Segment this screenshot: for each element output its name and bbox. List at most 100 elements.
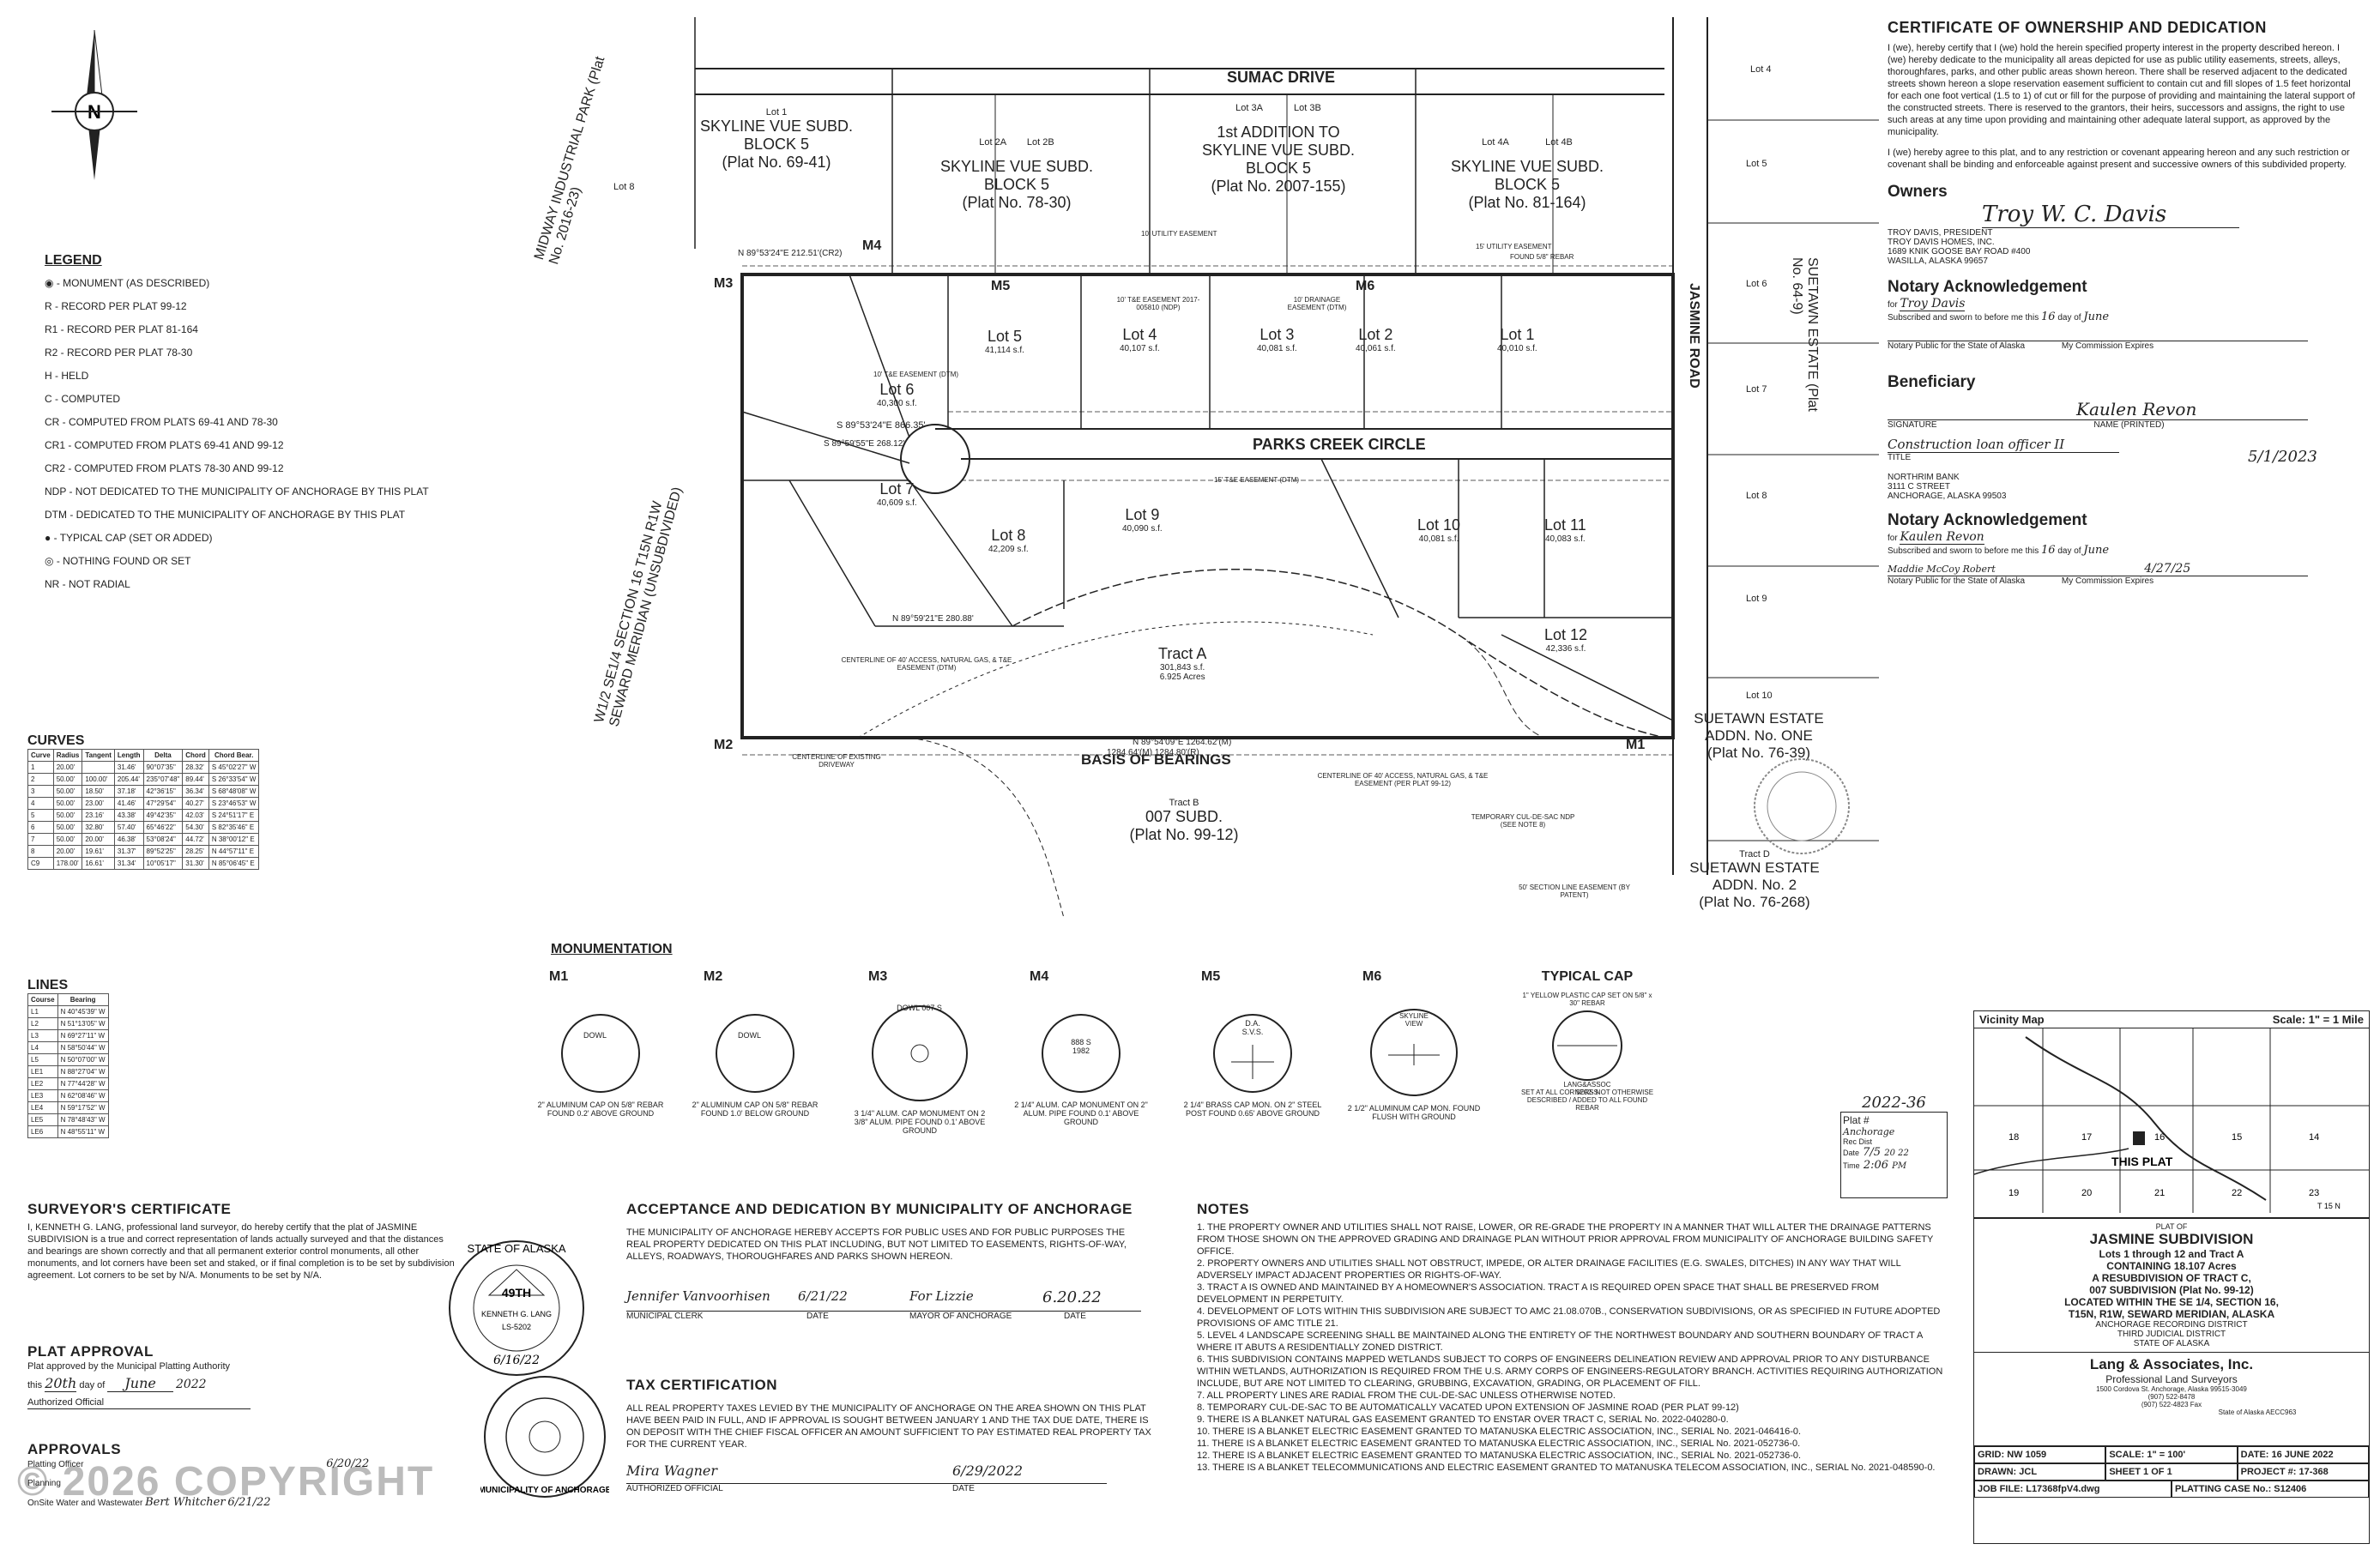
te-easement-3: 10' T&E EASEMENT 2017-005810 (NDP): [1116, 296, 1200, 311]
note-item: 5. LEVEL 4 LANDSCAPE SCREENING SHALL BE …: [1197, 1330, 1923, 1353]
nothing-found-icon: ◎: [45, 555, 54, 567]
vsec-23: 23: [2309, 1188, 2319, 1198]
this-plat-label: THIS PLAT: [2111, 1155, 2173, 1168]
approvals: APPROVALS Platting Officer 6/20/22 Plann…: [27, 1441, 370, 1509]
street-jasmine: JASMINE ROAD: [1687, 283, 1701, 389]
east-lot10: Lot 10: [1746, 691, 1773, 701]
monument-m1: M1 DOWL 2" ALUMINUM CAP ON 5/8" REBAR FO…: [537, 969, 664, 1118]
util-easement-2: 15' UTILITY EASEMENT: [1476, 243, 1552, 250]
monument-m5: M5 D.A. S.V.S. 2 1/4" BRASS CAP MON. ON …: [1183, 969, 1322, 1118]
vsec-14: 14: [2309, 1132, 2319, 1143]
typical-cap-drawing-icon: [1552, 1010, 1622, 1081]
municipality-acceptance: ACCEPTANCE AND DEDICATION BY MUNICIPALIT…: [626, 1201, 1141, 1324]
vicinity-grid: 18 17 16 15 14 19 20 21 22 23 THIS PLAT …: [1973, 1028, 2369, 1213]
note-item: 7. ALL PROPERTY LINES ARE RADIAL FROM TH…: [1197, 1390, 1616, 1401]
vsec-16: 16: [2154, 1132, 2165, 1143]
alaska-seal-icon: STATE OF ALASKA 49TH KENNETH G. LANG LS-…: [449, 1240, 584, 1376]
lot8-dim: N 89°59'21"E 280.88': [892, 614, 974, 624]
note-item: 8. TEMPORARY CUL-DE-SAC TO BE AUTOMATICA…: [1197, 1402, 1739, 1413]
bottom-dim: 1284.64'(M) 1284.80'(R): [1107, 748, 1199, 757]
note-item: 1. THE PROPERTY OWNER AND UTILITIES SHAL…: [1197, 1222, 1934, 1257]
vicinity-map: Vicinity Map Scale: 1" = 1 Mile 18 17 16…: [1973, 1010, 2370, 1218]
seal-state: STATE OF ALASKA: [467, 1242, 565, 1255]
legend-item: H - HELD: [45, 370, 89, 382]
legend-item: CR - COMPUTED FROM PLATS 69-41 AND 78-30: [45, 416, 278, 428]
rebar-note: FOUND 5/8" REBAR: [1510, 253, 1574, 261]
vsec-19: 19: [2009, 1188, 2019, 1198]
cul-note: TEMPORARY CUL-DE-SAC NDP (SEE NOTE 8): [1471, 813, 1575, 829]
note-item: 13. THERE IS A BLANKET TELECOMMUNICATION…: [1197, 1463, 1936, 1473]
east-lot6: Lot 6: [1746, 279, 1767, 289]
east-lot8: Lot 8: [1746, 491, 1767, 501]
legend-item: NR - NOT RADIAL: [45, 578, 130, 590]
typical-cap: TYPICAL CAP 1" YELLOW PLASTIC CAP SET ON…: [1520, 969, 1654, 1112]
owner-signature: Troy W. C. Davis: [1982, 202, 2239, 228]
mayor-date: 6.20.22: [1042, 1288, 1102, 1306]
te-easement-1: 10' T&E EASEMENT (DTM): [873, 371, 959, 378]
vsec-21: 21: [2154, 1188, 2165, 1198]
vsec-18: 18: [2009, 1132, 2019, 1143]
drain-easement: 10' DRAINAGE EASEMENT (DTM): [1287, 296, 1347, 311]
municipality-seal-text: MUNICIPALITY OF ANCHORAGE: [480, 1486, 609, 1495]
pt-m4: M4: [862, 238, 882, 253]
tax-signature: Mira Wagner: [626, 1463, 718, 1479]
cap-m4-icon: [1042, 1014, 1121, 1093]
note-item: 6. THIS SUBDIVISION CONTAINS MAPPED WETL…: [1197, 1354, 1943, 1389]
section-easement: 50' SECTION LINE EASEMENT (BY PATENT): [1519, 884, 1630, 899]
seal-date: 6/16/22: [493, 1354, 540, 1367]
suetawn-addn1: SUETAWN ESTATE ADDN. No. ONE (Plat No. 7…: [1694, 710, 1824, 761]
access-easement-2: CENTERLINE OF 40' ACCESS, NATURAL GAS, &…: [1317, 772, 1489, 787]
suetawn-estate: SUETAWN ESTATE (Plat No. 64-9): [1790, 257, 1820, 412]
tax-certification: TAX CERTIFICATION ALL REAL PROPERTY TAXE…: [626, 1377, 1151, 1493]
legend-title: LEGEND: [45, 253, 102, 268]
notes: NOTES 1. THE PROPERTY OWNER AND UTILITIE…: [1197, 1201, 1952, 1474]
curves-title: CURVES: [27, 733, 85, 748]
suetawn-addn2: Tract D SUETAWN ESTATE ADDN. No. 2 (Plat…: [1689, 849, 1820, 910]
legend-item: ◉ - MONUMENT (AS DESCRIBED): [45, 277, 210, 289]
legend-item: C - COMPUTED: [45, 393, 120, 405]
mayor-signature: For Lizzie: [909, 1288, 974, 1304]
east-lot4: Lot 4: [1750, 64, 1772, 75]
legend-item: CR2 - COMPUTED FROM PLATS 78-30 AND 99-1…: [45, 462, 284, 474]
cap-m5-icon: [1213, 1014, 1292, 1093]
note-item: 12. THERE IS A BLANKET ELECTRIC EASEMENT…: [1197, 1450, 1802, 1461]
basis-of-bearings: BASIS OF BEARINGS: [1081, 751, 1231, 768]
top-lot-1: Lot 1 SKYLINE VUE SUBD. BLOCK 5 (Plat No…: [699, 107, 854, 171]
east-lot5: Lot 5: [1746, 159, 1767, 169]
pt-m1: M1: [1626, 738, 1646, 752]
monument-m3: M3 DOWL 007 S 3 1/4" ALUM. CAP MONUMENT …: [854, 969, 986, 1135]
legend-item: R1 - RECORD PER PLAT 81-164: [45, 323, 198, 335]
tract-a: Tract A 301,843 s.f. 6.925 Acres: [1158, 645, 1207, 682]
vsec-17: 17: [2081, 1132, 2092, 1143]
top-lot-2: Lot 2A Lot 2B SKYLINE VUE SUBD. BLOCK 5 …: [939, 137, 1094, 211]
municipality-seal-icon: MUNICIPALITY OF ANCHORAGE: [480, 1376, 609, 1498]
plat-approval: PLAT APPROVAL Plat approved by the Munic…: [27, 1343, 439, 1409]
seal-ls: LS-5202: [502, 1323, 531, 1331]
vsec-15: 15: [2232, 1132, 2242, 1143]
access-easement-1: CENTERLINE OF 40' ACCESS, NATURAL GAS, &…: [841, 656, 1012, 672]
lines-title: LINES: [27, 978, 69, 992]
legend-item: R2 - RECORD PER PLAT 78-30: [45, 347, 193, 359]
note-item: 3. TRACT A IS OWNED AND MAINTAINED BY A …: [1197, 1282, 1880, 1305]
pt-m6: M6: [1356, 279, 1375, 293]
monumentation-title: MONUMENTATION: [551, 942, 673, 956]
vicinity-scale: Scale: 1" = 1 Mile: [2272, 1013, 2364, 1026]
